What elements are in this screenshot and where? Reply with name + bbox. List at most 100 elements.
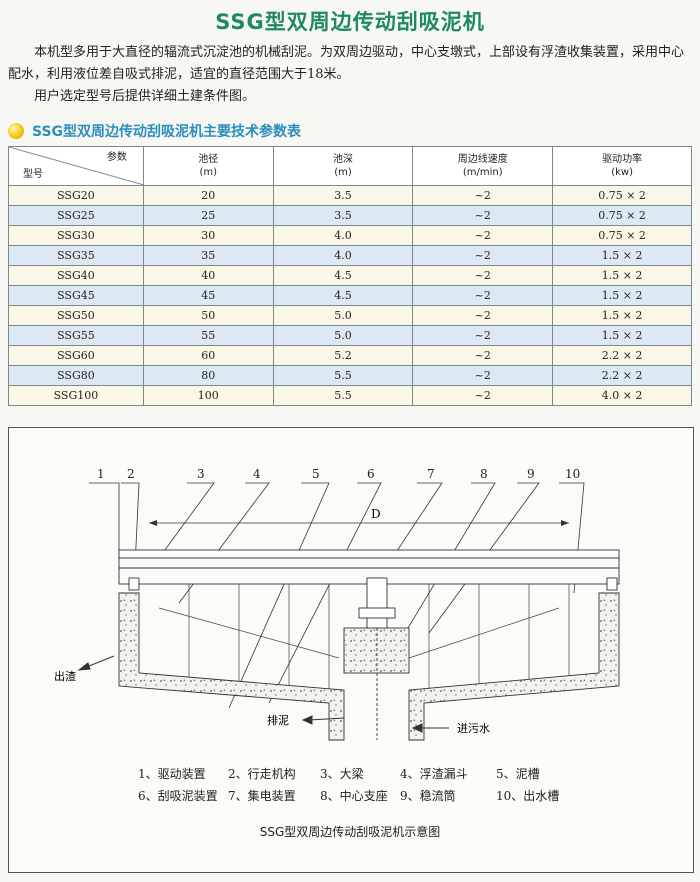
table-cell-speed: ~2 — [412, 385, 554, 406]
table-cell-speed: ~2 — [412, 205, 554, 226]
label-number: 6 — [367, 467, 375, 481]
table-cell-speed: ~2 — [412, 245, 554, 266]
label-sludge-discharge: 排泥 — [267, 713, 289, 727]
figure-caption: SSG型双周边传动刮吸泥机示意图 — [259, 825, 441, 839]
table-cell-depth: 5.2 — [272, 345, 414, 366]
table-cell-power: 0.75 × 2 — [552, 185, 692, 206]
intro-text: 本机型多用于大直径的辐流式沉淀池的机械刮泥。为双周边驱动，中心支墩式，上部设有浮… — [8, 42, 692, 108]
table-cell-depth: 5.5 — [272, 385, 414, 406]
leader-numbers: 1 2 3 4 5 6 7 8 9 10 — [97, 467, 580, 481]
table-cell-power: 4.0 × 2 — [552, 385, 692, 406]
table-cell-depth: 5.5 — [272, 365, 414, 386]
label-number: 8 — [480, 467, 488, 481]
intro-paragraph-2: 用户选定型号后提供详细土建条件图。 — [34, 89, 256, 104]
legend-item: 6、刮吸泥装置 — [138, 789, 218, 803]
header-unit: (m) — [199, 167, 217, 178]
table-cell-power: 0.75 × 2 — [552, 225, 692, 246]
legend-item: 3、大梁 — [320, 767, 364, 781]
corner-header: 参数 型号 — [8, 146, 144, 186]
legend-item: 7、集电装置 — [228, 789, 296, 803]
table-cell-depth: 4.5 — [272, 285, 414, 306]
parameter-table: 参数 型号 池径(m) 池深(m) 周边线速度(m/min) 驱动功率(kw) … — [8, 146, 692, 406]
table-cell-speed: ~2 — [412, 305, 554, 326]
table-cell-model: SSG50 — [8, 305, 144, 326]
tank-walls — [118, 592, 620, 741]
header-name: 池深 — [332, 154, 353, 165]
label-number: 4 — [253, 467, 261, 481]
table-cell-diameter: 55 — [142, 325, 274, 346]
schematic-diagram: 1 2 3 4 5 6 7 8 9 10 D — [54, 467, 620, 741]
header-name: 驱动功率 — [602, 154, 643, 165]
header-unit: (kw) — [611, 167, 633, 178]
center-column — [358, 577, 396, 740]
label-number: 9 — [527, 467, 535, 481]
label-number: 1 — [97, 467, 105, 481]
corner-model-label: 型号 — [23, 169, 43, 180]
label-number: 10 — [565, 467, 580, 481]
legend-item: 1、驱动装置 — [138, 767, 206, 781]
table-cell-diameter: 80 — [142, 365, 274, 386]
table-cell-model: SSG20 — [8, 185, 144, 206]
dimension-d: D — [149, 507, 569, 526]
flow-arrows — [77, 655, 449, 733]
header-name: 周边线速度 — [457, 154, 508, 165]
header-speed: 周边线速度(m/min) — [412, 146, 554, 186]
legend-item: 5、泥槽 — [496, 767, 540, 781]
table-cell-depth: 4.0 — [272, 245, 414, 266]
page-title: SSG型双周边传动刮吸泥机 — [215, 10, 485, 34]
header-unit: (m) — [334, 167, 352, 178]
table-cell-power: 0.75 × 2 — [552, 205, 692, 226]
table-cell-model: SSG35 — [8, 245, 144, 266]
table-cell-depth: 3.5 — [272, 185, 414, 206]
table-cell-model: SSG80 — [8, 365, 144, 386]
table-cell-model: SSG60 — [8, 345, 144, 366]
dimension-label: D — [371, 507, 381, 521]
table-cell-speed: ~2 — [412, 285, 554, 306]
legend-item: 8、中心支座 — [320, 789, 388, 803]
table-cell-speed: ~2 — [412, 365, 554, 386]
table-title: SSG型双周边传动刮吸泥机主要技术参数表 — [32, 124, 302, 140]
label-number: 3 — [197, 467, 205, 481]
header-name: 池径 — [198, 154, 219, 165]
table-cell-power: 1.5 × 2 — [552, 285, 692, 306]
table-cell-speed: ~2 — [412, 225, 554, 246]
bullet-icon — [8, 123, 24, 139]
header-depth: 池深 (m) — [272, 146, 414, 186]
table-cell-diameter: 35 — [142, 245, 274, 266]
table-cell-depth: 4.0 — [272, 225, 414, 246]
support-trusses — [158, 584, 570, 690]
table-cell-power: 2.2 × 2 — [552, 345, 692, 366]
table-cell-power: 2.2 × 2 — [552, 365, 692, 386]
header-power: 驱动功率 (kw) — [552, 146, 692, 186]
table-cell-diameter: 100 — [142, 385, 274, 406]
label-scum-outlet: 出渣 — [54, 669, 76, 683]
table-cell-depth: 5.0 — [272, 305, 414, 326]
table-cell-power: 1.5 × 2 — [552, 325, 692, 346]
schematic-figure: 1 2 3 4 5 6 7 8 9 10 D — [8, 427, 694, 873]
leader-lines — [89, 482, 585, 709]
table-cell-power: 1.5 × 2 — [552, 265, 692, 286]
legend-item: 4、浮渣漏斗 — [400, 767, 468, 781]
table-cell-model: SSG30 — [8, 225, 144, 246]
table-cell-diameter: 50 — [142, 305, 274, 326]
table-cell-model: SSG40 — [8, 265, 144, 286]
table-cell-model: SSG100 — [8, 385, 144, 406]
table-cell-model: SSG45 — [8, 285, 144, 306]
corner-params-label: 参数 — [106, 152, 127, 163]
label-number: 5 — [312, 467, 320, 481]
table-cell-speed: ~2 — [412, 345, 554, 366]
